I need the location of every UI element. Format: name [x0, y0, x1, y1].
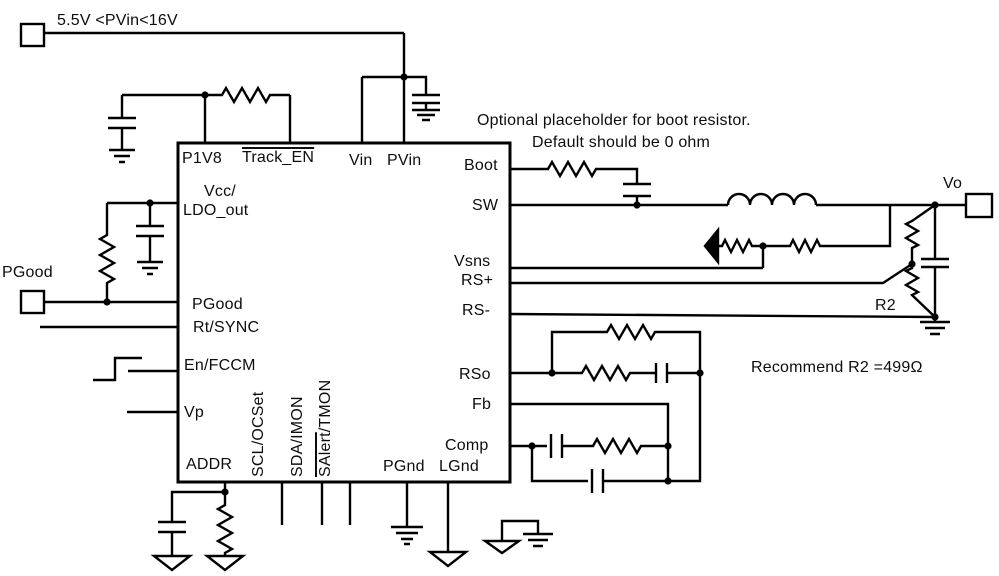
pgnd-ground — [391, 482, 423, 546]
ic-pin-label-boot: Boot — [464, 157, 498, 174]
ic-pin-label-sw: SW — [472, 197, 499, 214]
junction-dots — [103, 73, 939, 496]
vo-terminal-label: Vo — [943, 175, 963, 192]
ic-pin-label-scl-ocset: SCL/OCSet — [250, 391, 267, 477]
addr-rc-network — [150, 482, 247, 572]
boot-rc-network — [510, 159, 651, 205]
ic-pin-label-lgnd: LGnd — [439, 458, 479, 475]
r2-label: R2 — [875, 297, 896, 314]
ic-pin-label-rs-plus: RS+ — [461, 272, 494, 289]
input-terminal-square — [19, 22, 46, 48]
ground-tie — [481, 519, 553, 555]
chassis-ground-icon — [481, 539, 523, 555]
ic-pin-label-pvin: PVin — [387, 152, 422, 169]
ic-body — [176, 141, 512, 484]
salert-suffix-part: /TMON — [317, 379, 334, 433]
rs-plus-wire — [510, 262, 913, 285]
salert-overlined-part: SAlert — [317, 432, 334, 477]
ic-pin-label-vcc: Vcc/ — [204, 183, 236, 200]
chassis-ground-icon — [426, 550, 470, 568]
ic-pin-label-vp: Vp — [184, 404, 204, 421]
vsns-network — [510, 205, 892, 270]
inductor — [726, 192, 818, 206]
output-cap-ground — [920, 205, 950, 336]
pgood-terminal-square — [19, 289, 46, 315]
en-step-waveform — [93, 356, 178, 382]
ic-pin-label-sda-imon: SDA/IMON — [289, 396, 306, 477]
ic-pin-label-rso: RSo — [459, 366, 491, 383]
pgood-net — [19, 289, 178, 315]
lgnd-ground — [426, 482, 470, 568]
ic-pin-label-comp: Comp — [445, 437, 489, 454]
chassis-ground-icon — [150, 554, 194, 572]
p1v8-rc-network — [108, 85, 292, 164]
i2c-pin-stubs — [280, 482, 352, 525]
ic-pin-label-salert-tmon: SAlert/TMON — [317, 380, 335, 477]
ic-pin-label-rt-sync: Rt/SYNC — [193, 319, 260, 336]
fb-wire — [510, 402, 670, 481]
ic-pin-label-en-fccm: En/FCCM — [184, 357, 256, 374]
chassis-ground-icon — [203, 554, 247, 572]
ic-pin-label-pgnd: PGnd — [383, 458, 425, 475]
ic-pin-label-vsns: Vsns — [454, 253, 491, 270]
r2-note: Recommend R2 =499Ω — [751, 359, 923, 376]
pgood-terminal-label: PGood — [2, 264, 53, 281]
ic-pin-label-vin: Vin — [349, 152, 373, 169]
rs-minus-wire — [509, 312, 936, 319]
boot-note-line2: Default should be 0 ohm — [532, 134, 711, 151]
input-range-label: 5.5V <PVin<16V — [57, 12, 178, 29]
rso-network — [510, 322, 702, 483]
pvin-decoupling-cap-ground — [404, 75, 440, 122]
ic-pin-label-rs-minus: RS- — [462, 302, 491, 319]
sw-inductor-net — [510, 192, 994, 219]
ic-pin-label-p1v8: P1V8 — [182, 150, 222, 167]
boot-note-line1: Optional placeholder for boot resistor. — [477, 112, 751, 129]
ic-pin-label-ldo-out: LDO_out — [183, 202, 249, 219]
ic-pin-label-fb: Fb — [472, 396, 492, 413]
ic-pin-label-addr: ADDR — [186, 456, 233, 473]
ic-pin-label-pgood: PGood — [192, 296, 243, 313]
vo-terminal-square — [964, 192, 994, 219]
input-rail — [19, 22, 406, 143]
ic-pin-label-track-en: Track_EN — [242, 149, 315, 166]
vcc-rc-network — [97, 201, 178, 302]
feedback-divider — [903, 204, 936, 318]
